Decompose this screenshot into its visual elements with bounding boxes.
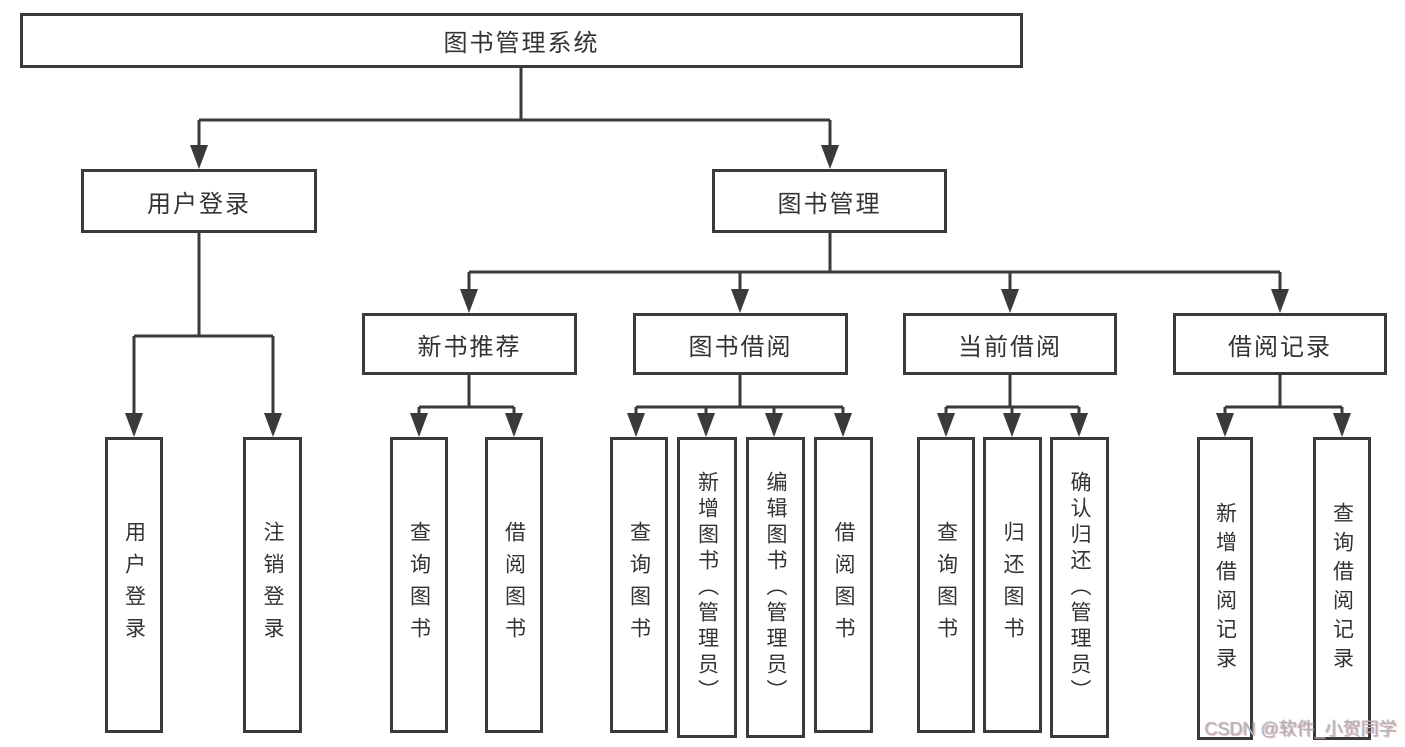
leaf-return-books: 归还图书 xyxy=(983,437,1042,733)
leaf-add-borrow-record-label: 新增借阅记录 xyxy=(1213,501,1237,676)
leaf-logout-label: 注销登录 xyxy=(261,521,284,649)
leaf-confirm-return-admin-label: 确认归还（管理员） xyxy=(1068,470,1091,705)
leaf-query-books-recommend: 查询图书 xyxy=(390,437,448,733)
leaf-query-borrow-record-label: 查询借阅记录 xyxy=(1330,501,1354,676)
leaf-query-books-recommend-label: 查询图书 xyxy=(407,521,431,649)
leaf-borrow-books-recommend-label: 借阅图书 xyxy=(502,521,526,649)
leaf-edit-books-admin: 编辑图书（管理员） xyxy=(746,437,805,738)
leaf-query-books-borrowing: 查询图书 xyxy=(610,437,668,733)
leaf-query-borrow-record: 查询借阅记录 xyxy=(1313,437,1371,740)
node-book-management-label: 图书管理 xyxy=(777,190,882,218)
leaf-add-borrow-record: 新增借阅记录 xyxy=(1197,437,1253,740)
node-user-login-label: 用户登录 xyxy=(147,190,251,218)
leaf-borrow-books-borrowing-label: 借阅图书 xyxy=(832,521,855,649)
leaf-add-books-admin-label: 新增图书（管理员） xyxy=(695,470,719,705)
leaf-user-login: 用户登录 xyxy=(105,437,163,733)
node-current-borrowing: 当前借阅 xyxy=(903,313,1117,375)
leaf-edit-books-admin-label: 编辑图书（管理员） xyxy=(764,470,787,705)
leaf-query-books-current: 查询图书 xyxy=(917,437,975,733)
node-book-management: 图书管理 xyxy=(712,169,947,233)
node-book-borrowing: 图书借阅 xyxy=(633,313,848,375)
leaf-logout: 注销登录 xyxy=(243,437,302,733)
node-root-system: 图书管理系统 xyxy=(20,13,1023,68)
leaf-add-books-admin: 新增图书（管理员） xyxy=(677,437,737,738)
node-user-login: 用户登录 xyxy=(81,169,317,233)
leaf-query-books-borrowing-label: 查询图书 xyxy=(627,521,651,649)
leaf-borrow-books-recommend: 借阅图书 xyxy=(485,437,543,733)
node-new-book-recommendation: 新书推荐 xyxy=(362,313,577,375)
arrowheads xyxy=(125,145,1351,437)
node-new-book-recommendation-label: 新书推荐 xyxy=(417,333,522,361)
leaf-borrow-books-borrowing: 借阅图书 xyxy=(814,437,873,733)
node-book-borrowing-label: 图书借阅 xyxy=(688,333,793,361)
node-root-system-label: 图书管理系统 xyxy=(443,30,600,57)
leaf-confirm-return-admin: 确认归还（管理员） xyxy=(1050,437,1109,738)
node-borrowing-records-label: 借阅记录 xyxy=(1228,333,1332,361)
connector-lines xyxy=(132,68,1344,420)
csdn-watermark: CSDN @软件_小贺同学 xyxy=(1204,719,1397,739)
leaf-user-login-label: 用户登录 xyxy=(122,521,146,649)
leaf-query-books-current-label: 查询图书 xyxy=(934,521,958,649)
leaf-return-books-label: 归还图书 xyxy=(1001,521,1024,649)
node-current-borrowing-label: 当前借阅 xyxy=(958,333,1062,361)
node-borrowing-records: 借阅记录 xyxy=(1173,313,1387,375)
